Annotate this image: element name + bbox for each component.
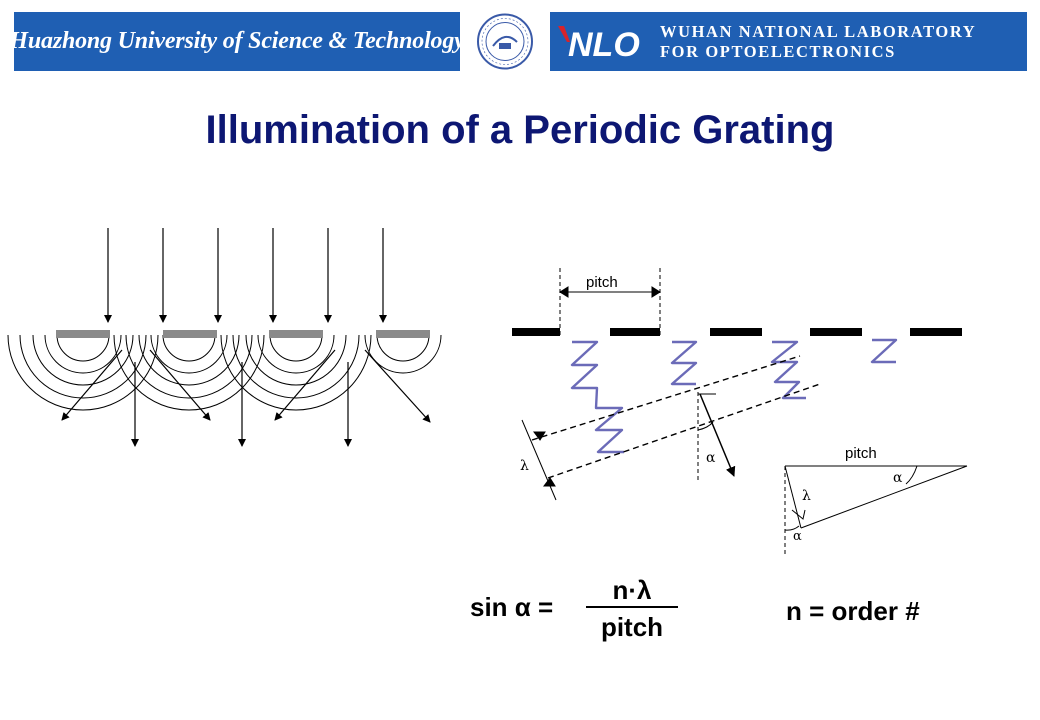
pitch-triangle	[784, 465, 968, 556]
lab-name: WUHAN NATIONAL LABORATORY FOR OPTOELECTR…	[660, 22, 976, 62]
diffracted-arrows	[61, 349, 431, 447]
wave-zigzag	[670, 340, 698, 386]
grating-bar	[269, 330, 323, 338]
equation-numerator: n·λ	[612, 575, 652, 605]
triangle-alpha-bottom-label: α	[793, 529, 802, 544]
diffraction-angle	[697, 392, 736, 482]
nlo-logo-icon: NLO	[558, 26, 640, 64]
nlo-logo-text: NLO	[568, 26, 640, 64]
equation-lhs: sin α =	[470, 592, 554, 622]
lambda-label: λ	[520, 458, 529, 474]
equation-fraction-bar	[586, 606, 678, 608]
wavefront-lines	[531, 355, 821, 479]
slide-title: Illumination of a Periodic Grating	[205, 108, 835, 152]
wave-zigzags	[570, 338, 898, 454]
university-name: Huazhong University of Science & Technol…	[9, 28, 465, 54]
order-arrow	[61, 349, 123, 421]
wave-zigzag	[770, 340, 806, 400]
grating-bar	[56, 330, 110, 338]
grating-bar	[163, 330, 217, 338]
university-seal-icon	[477, 13, 533, 70]
lab-name-line2: FOR OPTOELECTRONICS	[660, 42, 896, 61]
grating-slits	[56, 330, 430, 338]
order-note: n = order #	[786, 596, 920, 626]
grating-line	[512, 328, 962, 336]
wavelength-indicator	[521, 419, 557, 501]
pitch-label: pitch	[586, 274, 618, 291]
triangle-pitch-label: pitch	[845, 445, 877, 462]
wave-zigzag	[570, 340, 624, 454]
lab-name-line1: WUHAN NATIONAL LABORATORY	[660, 22, 977, 41]
order-arrow	[364, 349, 431, 423]
university-banner: Huazhong University of Science & Technol…	[9, 12, 465, 71]
triangle-alpha-label: α	[893, 470, 903, 486]
order-arrow	[149, 349, 211, 421]
lab-banner: NLO WUHAN NATIONAL LABORATORY FOR OPTOEL…	[550, 12, 1027, 71]
pitch-dimension	[559, 268, 661, 336]
order-arrow	[274, 349, 336, 421]
equation-denominator: pitch	[600, 612, 664, 642]
wavelets	[7, 334, 442, 411]
grating-bar	[376, 330, 430, 338]
wave-zigzag	[870, 338, 898, 364]
triangle-lambda-label: λ	[802, 488, 811, 504]
incident-arrows	[104, 228, 387, 323]
alpha-label: α	[706, 450, 716, 466]
